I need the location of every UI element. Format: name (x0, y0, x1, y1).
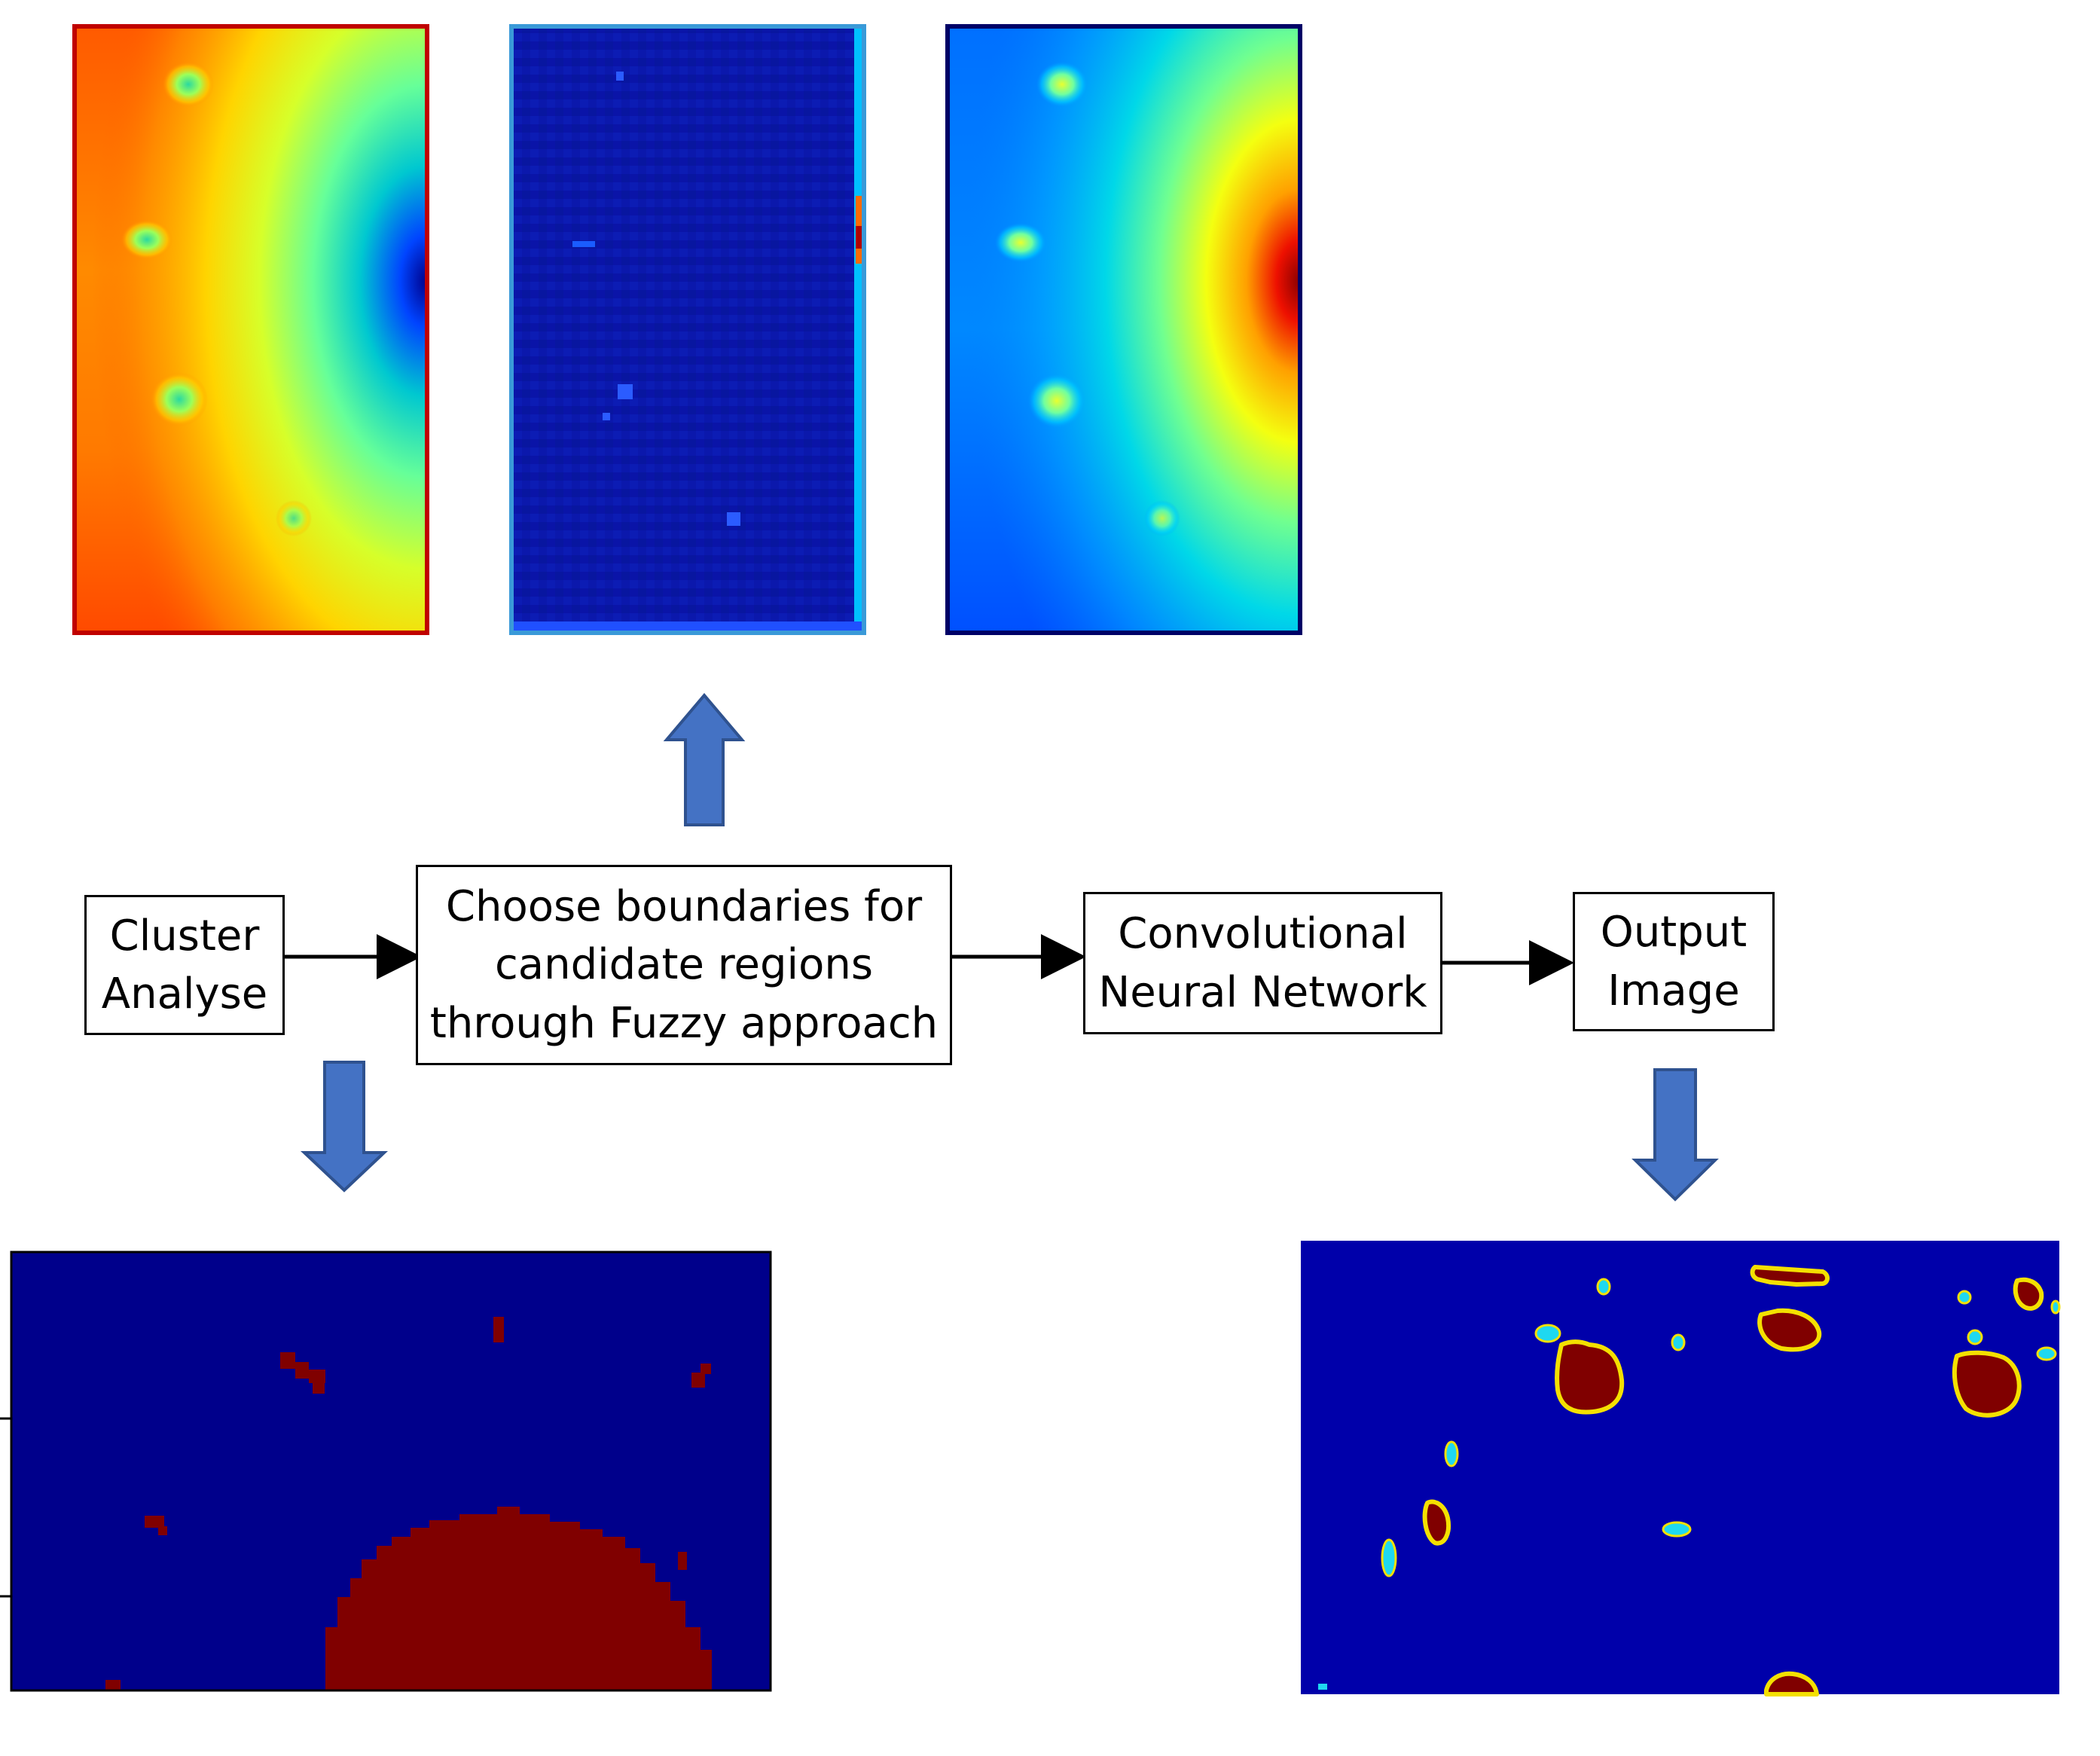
cnn-line1: Convolutional (1118, 909, 1408, 959)
fuzzy-boundaries-line3: through Fuzzy approach (429, 998, 939, 1048)
cnn-box: Convolutional Neural Network (1083, 892, 1442, 1034)
output-image-line1: Output (1600, 908, 1747, 957)
cnn-line2: Neural Network (1098, 967, 1427, 1017)
jet-heatmap-warm (72, 24, 429, 635)
cluster-segmentation-map (0, 1251, 772, 1692)
fuzzy-boundaries-line2: candidate regions (494, 940, 874, 990)
up-block-arrow (663, 692, 746, 826)
cluster-analyse-line1: Cluster (109, 911, 260, 960)
output-image-box: Output Image (1573, 892, 1775, 1031)
cluster-analyse-box: Cluster Analyse (84, 895, 285, 1035)
down-block-arrow-right (1631, 1068, 1719, 1202)
cluster-analyse-line2: Analyse (101, 970, 268, 1018)
fuzzy-boundaries-box: Choose boundaries for candidate regions … (416, 865, 952, 1065)
down-block-arrow-left (300, 1061, 389, 1193)
jet-heatmap-noise (509, 24, 866, 635)
jet-heatmap-cool (945, 24, 1302, 635)
cnn-output-map (1301, 1241, 2061, 1696)
fuzzy-boundaries-line1: Choose boundaries for (445, 882, 923, 932)
output-image-line2: Image (1607, 966, 1740, 1015)
